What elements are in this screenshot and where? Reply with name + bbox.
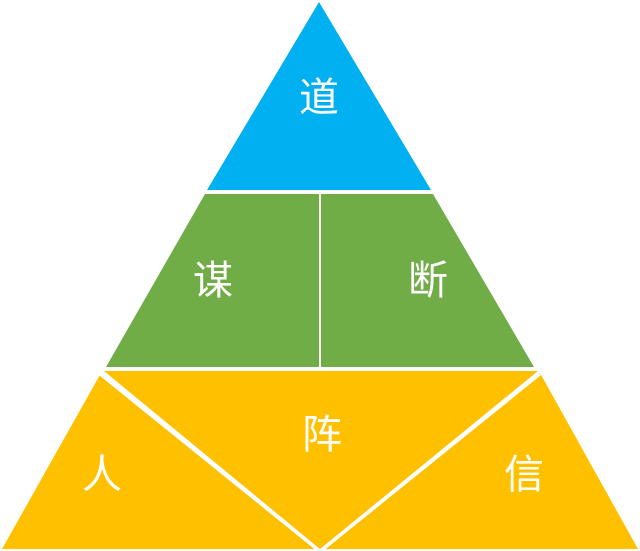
top-tier	[207, 2, 431, 190]
middle-right-label: 断	[408, 258, 448, 304]
bottom-left-label: 人	[82, 452, 122, 498]
middle-right-segment	[321, 194, 534, 367]
middle-left-segment	[106, 194, 319, 367]
bottom-right-divider-line	[321, 372, 541, 551]
bottom-right-segment	[324, 373, 638, 549]
bottom-left-divider-line	[99, 372, 319, 551]
bottom-right-label: 信	[504, 452, 544, 498]
bottom-center-label: 阵	[302, 412, 342, 458]
bottom-left-segment	[2, 373, 316, 549]
bottom-center-segment	[104, 371, 538, 549]
top-label: 道	[299, 75, 339, 121]
middle-left-label: 谋	[193, 258, 233, 304]
